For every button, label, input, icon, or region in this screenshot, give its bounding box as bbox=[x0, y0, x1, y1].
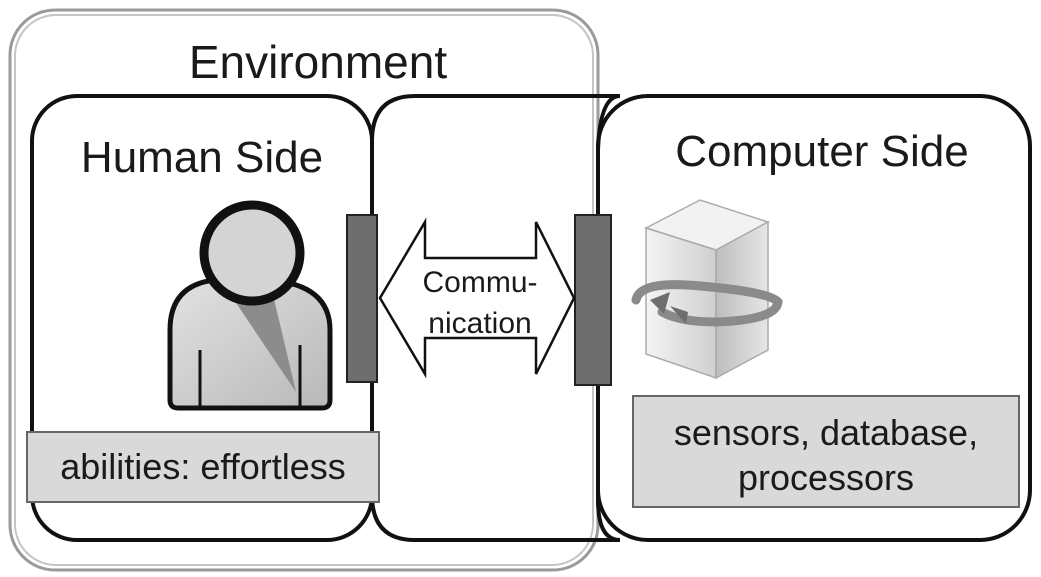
computer-side-title: Computer Side bbox=[675, 127, 968, 176]
user-icon bbox=[167, 200, 333, 411]
human-side-title: Human Side bbox=[81, 133, 323, 182]
human-interface-bar bbox=[346, 214, 378, 383]
communication-label-line1: Commu- bbox=[422, 266, 537, 299]
resources-label-box: sensors, database, processors bbox=[632, 395, 1020, 508]
resources-label-line1: sensors, database, bbox=[674, 412, 978, 453]
communication-label-line2: nication bbox=[428, 307, 531, 340]
abilities-label-box: abilities: effortless bbox=[26, 431, 380, 503]
communication-region bbox=[370, 94, 621, 542]
server-icon bbox=[631, 199, 783, 380]
abilities-label: abilities: effortless bbox=[60, 446, 345, 487]
computer-interface-bar bbox=[574, 214, 612, 386]
environment-label: Environment bbox=[189, 36, 447, 88]
double-arrow-icon bbox=[378, 217, 576, 379]
resources-label-line2: processors bbox=[738, 457, 914, 498]
